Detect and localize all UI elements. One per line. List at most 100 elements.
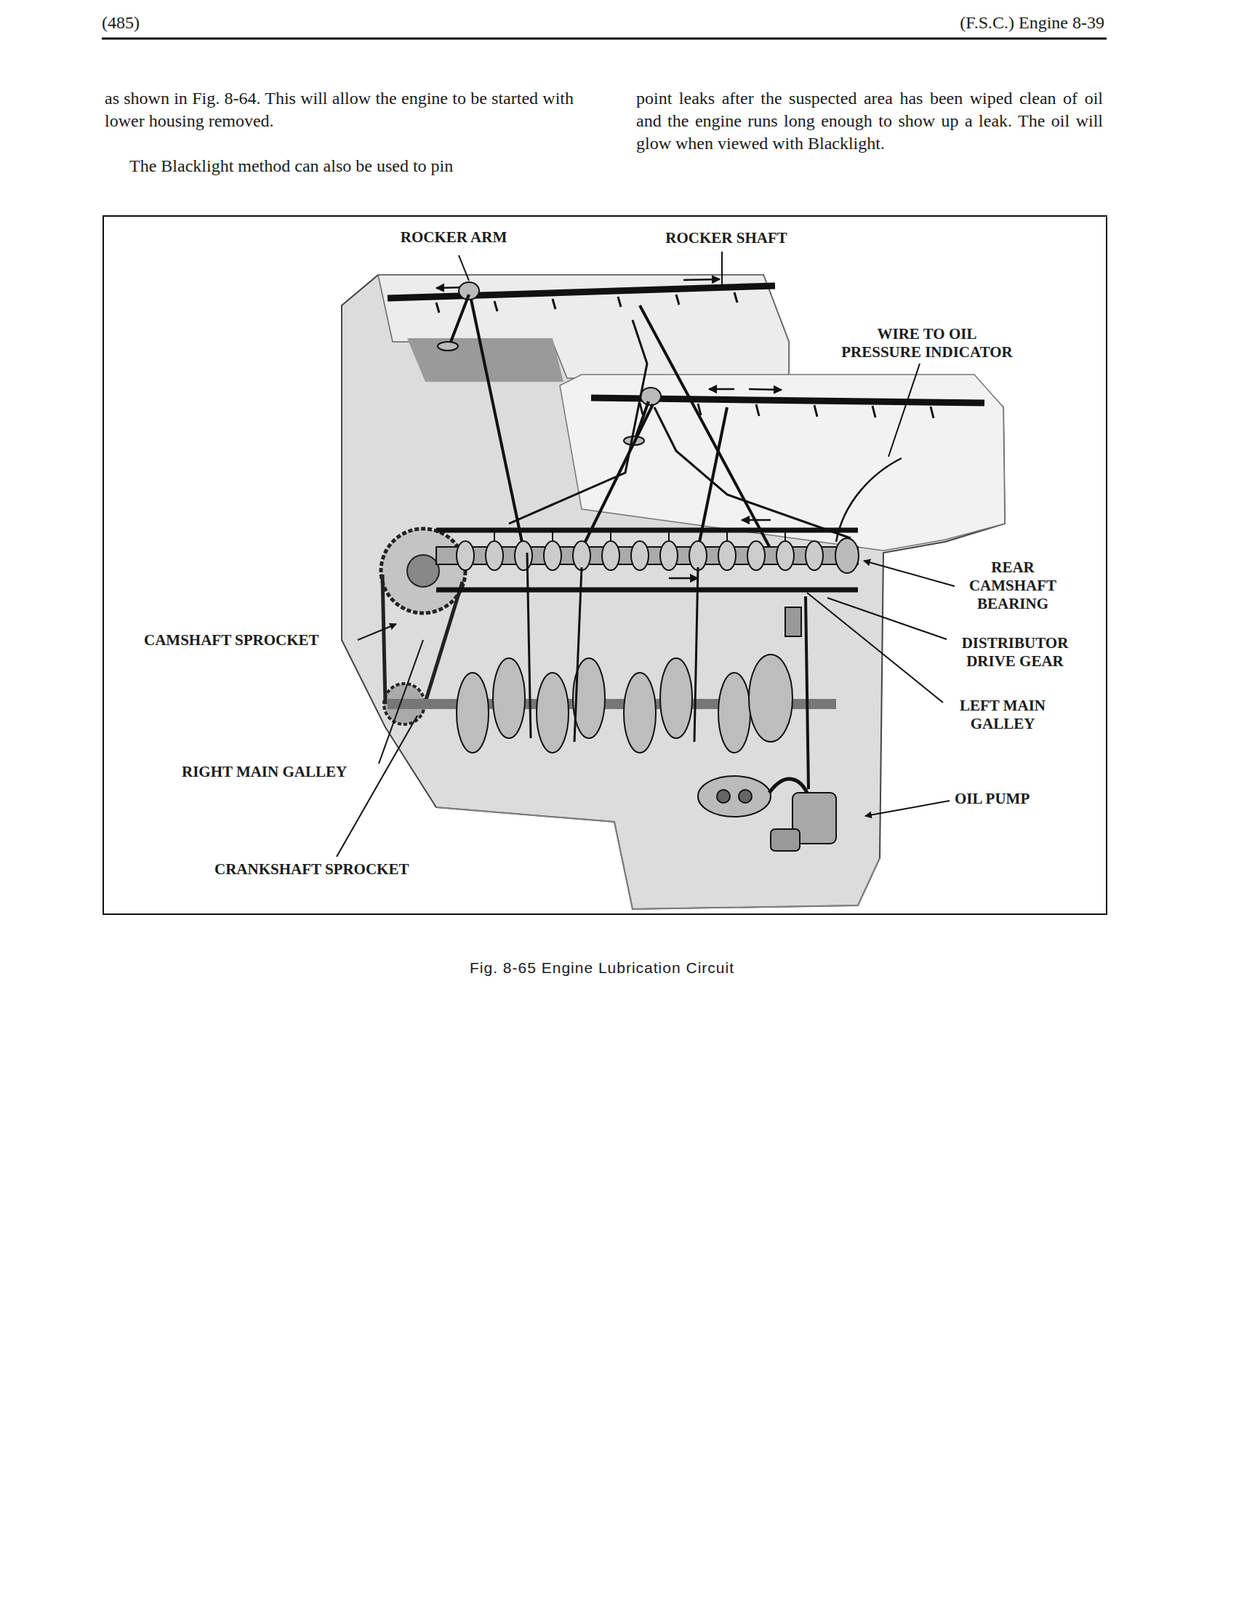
leader-lines-part [888,363,920,457]
leader-lines-part [807,592,943,703]
engine-block [341,274,1005,909]
part-label: CAMSHAFT SPROCKET [143,631,320,650]
camshaft-part [835,538,859,573]
timing-chain-part [423,581,463,709]
rocker-shafts-part [676,294,680,305]
rocker-arms-and-valves [437,282,771,549]
camshaft-part [660,540,678,571]
oil-flow-arrows-part [668,577,698,580]
part-label: DISTRIBUTOR DRIVE GEAR [949,633,1081,671]
leader-lines-part [827,597,947,640]
timing-chain-part [382,574,386,704]
header-rule [101,38,1107,40]
pressure-wire [836,458,902,542]
part-label: REAR CAMSHAFT BEARING [954,558,1071,613]
camshaft-part [747,540,765,571]
camshaft-part [631,540,649,571]
rocker-shafts-part [734,292,738,303]
rocker-shafts-part [387,285,776,299]
camshaft-part [602,540,620,571]
rocker-shafts-part [930,406,934,419]
part-label: WIRE TO OIL PRESSURE INDICATOR [836,324,1018,362]
timing-chain-part [380,528,466,613]
oil-passages [508,319,851,539]
crankshaft-part [694,567,698,742]
figure-frame [103,215,1107,914]
camshaft-part [551,530,554,542]
camshaft-part [436,587,858,593]
crankshaft-part [574,567,582,742]
camshaft-part [436,527,858,533]
leader-lines-part [336,715,418,857]
oil-flow-arrows-part [748,388,782,390]
camshaft-part [485,540,504,571]
engine-block-part [341,274,1005,909]
rocker-arms-and-valves-part [640,387,661,405]
oil-pump-part [716,789,730,803]
oil-pump-part [697,775,771,817]
oil-flow-arrows-part [708,388,735,391]
camshaft-part [784,530,786,542]
page-number: (485) [101,11,140,34]
camshaft-part [514,540,533,571]
crankshaft-part [536,672,569,753]
crankshaft-part [492,657,525,738]
rocker-arms-and-valves-part [450,294,469,342]
body-text: The Blacklight method can also be used t… [129,154,453,178]
camshaft [436,530,859,637]
figure-caption: Fig. 8-65 Engine Lubrication Circuit [469,958,735,978]
timing-chain-part [407,554,440,587]
oil-passages-part [654,407,851,539]
camshaft-part [456,540,475,571]
crankshaft-part [718,672,751,753]
camshaft-part [572,540,591,571]
pressure-wire-part [836,458,902,542]
leader-lines-part [721,251,723,290]
crankshaft [387,552,837,753]
oil-flow-arrows-part [683,279,720,280]
header-rule-part [101,37,1107,40]
leader-lines-part [357,623,397,640]
crankshaft-part [527,552,531,738]
figure-frame-part [103,215,1107,914]
part-label: ROCKER ARM [400,228,507,247]
oil-flow-arrows [436,279,782,579]
rocker-arms-and-valves-part [437,341,459,351]
rocker-shafts-part [814,404,818,417]
camshaft-part [726,530,728,542]
oil-pump-part [770,828,800,851]
camshaft-part [610,530,612,542]
body-text: as shown in Fig. 8-64. This will allow t… [104,87,574,133]
part-label: RIGHT MAIN GALLEY [181,762,347,781]
part-label: LEFT MAIN GALLEY [948,696,1058,733]
leader-lines-part [458,255,469,281]
body-text: point leaks after the suspected area has… [636,87,1103,155]
engine-block-part [407,338,564,382]
part-label: CRANKSHAFT SPROCKET [214,860,409,879]
camshaft-part [543,540,562,571]
leader-lines-part [865,800,950,816]
rocker-shafts-part [639,402,643,415]
camshaft-part [689,540,707,571]
rocker-arms-and-valves-part [639,305,771,549]
leader-lines-part [863,560,960,588]
rocker-shafts-part [618,296,621,307]
oil-pump [697,596,837,851]
rocker-shafts-part [436,302,440,313]
rocker-shafts-part [872,405,876,418]
camshaft-part [493,530,496,542]
rocker-shafts-part [756,404,760,416]
part-label: ROCKER SHAFT [665,229,787,248]
rocker-arms-and-valves-part [471,299,524,549]
rocker-shafts-part [552,298,556,309]
crankshaft-part [456,672,489,753]
oil-passages-part [508,319,648,524]
rocker-shafts-part [494,301,498,312]
crankshaft-part [623,672,656,753]
oil-pump-part [738,789,752,803]
camshaft-part [776,540,794,571]
oil-pump-part [805,596,809,789]
running-header: (F.S.C.) Engine 8-39 [959,11,1105,34]
crankshaft-part [660,657,693,738]
